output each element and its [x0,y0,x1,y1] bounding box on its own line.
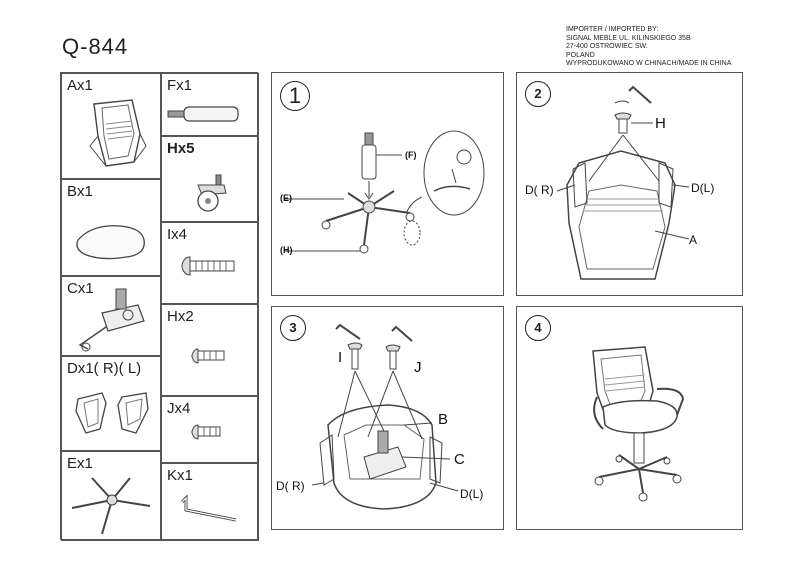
step-3-label-j: J [414,359,422,376]
step-3-label-i: I [338,349,343,366]
part-f: Fx1 [161,73,259,136]
step-2-label-dl: D(L) [691,181,715,195]
step-1-panel: 1 (F) (E) (H) [271,72,504,296]
part-k-label: Kx1 [167,467,193,484]
part-c: Cx1 [61,276,161,356]
part-d-label: Dx1( R)( L) [67,360,142,377]
step-1-label-h: (H) [280,245,293,255]
backrest-illustration [89,99,147,167]
base-illustration [71,477,151,535]
step-2-label-h: H [655,115,666,132]
importer-line: POLAND [566,51,595,59]
step-1-label-f: (F) [405,150,417,160]
step-1-label-e: (E) [280,193,292,203]
part-d: Dx1( R)( L) [61,356,161,451]
medium-bolt-icon [191,348,225,364]
part-f-label: Fx1 [167,77,193,94]
part-e: Ex1 [61,451,161,541]
step-2-number: 2 [525,81,551,107]
part-h2-label: Hx2 [167,308,194,325]
step-1-diagram [284,130,485,254]
importer-line: 27-400 OSTROWIEC SW. [566,43,648,51]
allen-key-icon [180,494,237,522]
step-4-panel: 4 [516,306,743,530]
importer-line: SIGNAL MEBLE UL. KILINSKIEGO 35B [566,34,691,42]
caster-illustration [197,174,227,212]
part-h5: Hx5 [161,136,259,222]
step-4-number: 4 [525,315,551,341]
step-3-label-c: C [454,451,465,468]
page-title: Q-844 [62,34,129,59]
part-a-label: Ax1 [67,77,93,94]
step-3-label-b: B [438,411,449,428]
part-i: Ix4 [161,222,259,304]
part-j-label: Jx4 [167,400,191,417]
importer-line: IMPORTER / IMPORTED BY: [566,26,659,33]
long-bolt-icon [181,256,235,276]
part-k: Kx1 [161,463,259,541]
assembled-chair-illustration [592,346,685,502]
part-b-label: Bx1 [67,183,93,200]
gas-lift-illustration [167,106,239,122]
step-2-label-a: A [689,233,698,247]
step-3-label-dr: D( R) [276,479,305,493]
part-j: Jx4 [161,396,259,463]
step-3-label-dl: D(L) [460,487,484,501]
part-a: Ax1 [61,73,161,179]
part-h5-label: Hx5 [167,140,195,157]
part-i-label: Ix4 [167,226,188,243]
step-2-diagram [556,85,690,280]
parts-list: Ax1 Bx1 Cx1 Dx1( R)( L) [60,72,259,541]
importer-line: WYPRODUKOWANO W CHINACH/MADE IN CHINA [566,60,732,68]
step-3-number: 3 [280,315,306,341]
armrests-illustration [75,392,149,434]
step-3-diagram [311,323,459,510]
importer-info: IMPORTER / IMPORTED BY: SIGNAL MEBLE UL.… [566,26,731,69]
step-1-number: 1 [280,81,310,111]
part-b: Bx1 [61,179,161,276]
step-3-panel: 3 I J B C D( R) D(L) [271,306,504,530]
mechanism-illustration [78,288,145,352]
part-e-label: Ex1 [67,455,93,472]
seat-illustration [76,225,145,260]
step-2-panel: 2 H D( R) D(L) A [516,72,743,296]
short-bolt-icon [191,424,221,440]
part-c-label: Cx1 [67,280,94,297]
step-2-label-dr: D( R) [525,183,554,197]
part-h2: Hx2 [161,304,259,396]
